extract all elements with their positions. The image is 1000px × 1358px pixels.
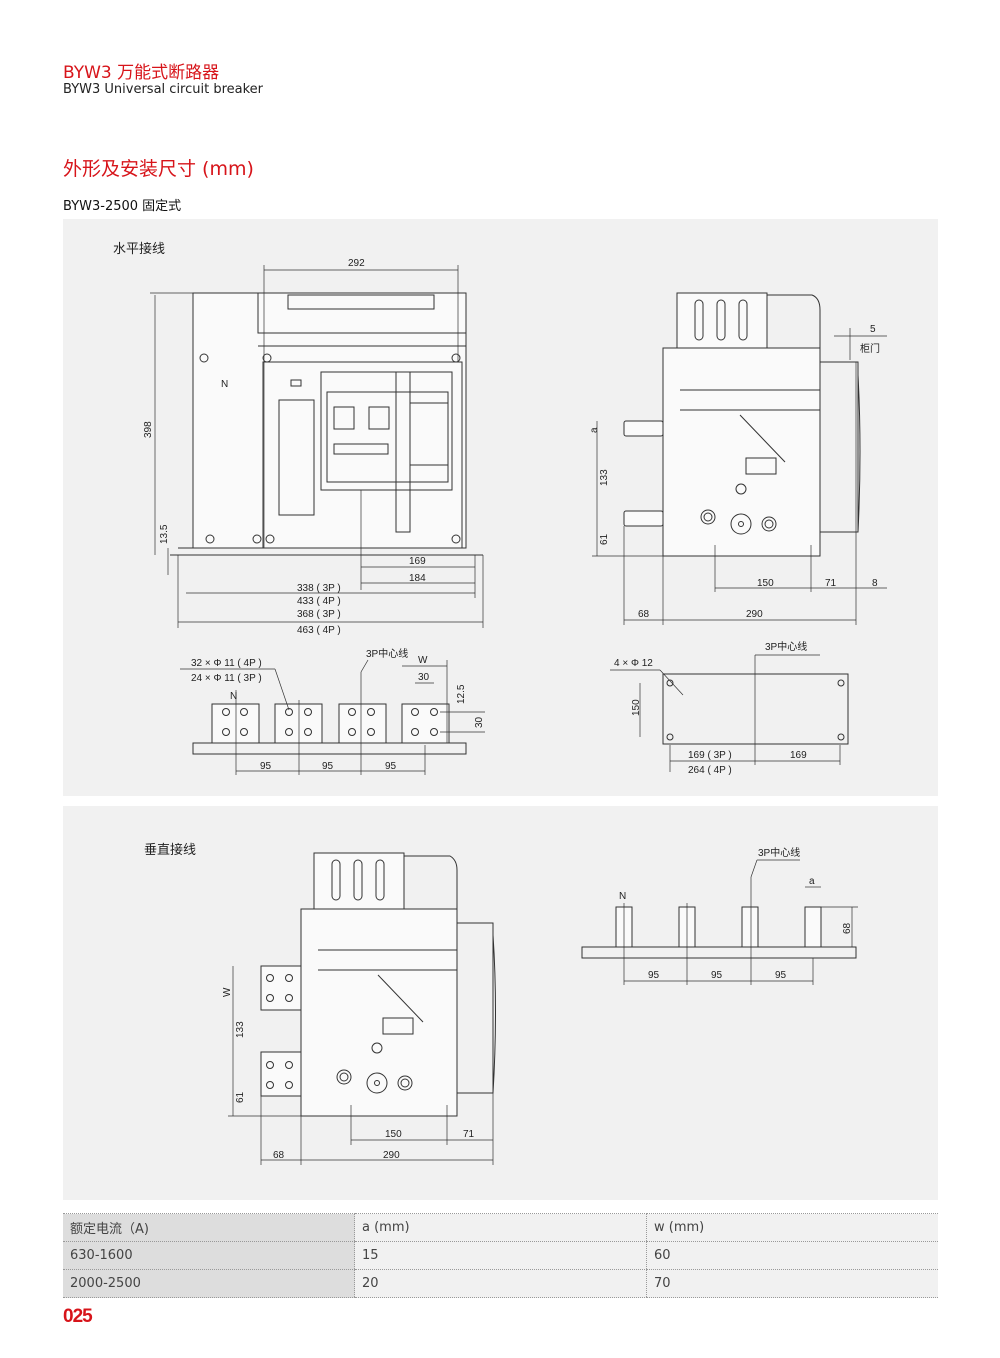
dim-label: 290 xyxy=(383,1150,400,1161)
hole-note: 32 × Φ 11 ( 4P ) xyxy=(191,658,262,669)
dim-label: a xyxy=(589,427,600,433)
dim-label: 13.5 xyxy=(159,524,170,544)
dim-label: 61 xyxy=(235,1091,246,1103)
dim-label: 71 xyxy=(825,578,837,589)
side-view-drawing: 5 柜门 a 133 61 150 71 8 68 290 xyxy=(589,292,887,625)
table-cell: 20 xyxy=(354,1269,647,1298)
dim-label: 68 xyxy=(842,922,853,934)
table-header: 额定电流（A) xyxy=(63,1213,355,1242)
terminal-layout-drawing: 32 × Φ 11 ( 4P ) 24 × Φ 11 ( 3P ) N 3P中心… xyxy=(180,647,485,775)
dim-label: 95 xyxy=(711,970,723,981)
panel-title: 水平接线 xyxy=(113,242,166,257)
dim-label: 433 ( 4P ) xyxy=(297,596,341,607)
dim-label: 95 xyxy=(260,761,272,772)
dim-label: 292 xyxy=(348,258,365,269)
panel-title: 垂直接线 xyxy=(144,843,197,858)
table-cell: 2000-2500 xyxy=(63,1269,355,1298)
dim-label: 264 ( 4P ) xyxy=(688,765,732,776)
mounting-holes-drawing: 4 × Φ 12 3P中心线 150 169 ( 3P ) 169 264 ( … xyxy=(610,640,849,776)
dim-label: 133 xyxy=(599,469,610,486)
dim-label: 184 xyxy=(409,573,426,584)
cabinet-door-label: 柜门 xyxy=(860,342,880,355)
dim-label: W xyxy=(222,987,233,997)
dim-label: 95 xyxy=(322,761,334,772)
vertical-side-view-drawing: W 133 61 150 71 68 290 xyxy=(222,852,496,1165)
dim-label: 368 ( 3P ) xyxy=(297,609,341,620)
table-header: a (mm) xyxy=(354,1213,647,1242)
table-cell: 15 xyxy=(354,1241,647,1270)
dim-label: 68 xyxy=(638,609,650,620)
dim-label: 68 xyxy=(273,1150,285,1161)
dimension-table: 额定电流（A) a (mm) w (mm) 630-1600 15 60 200… xyxy=(63,1213,938,1298)
hole-note: 4 × Φ 12 xyxy=(614,658,653,669)
centerline-label: 3P中心线 xyxy=(758,846,800,859)
centerline-label: 3P中心线 xyxy=(366,647,408,660)
hole-note: 24 × Φ 11 ( 3P ) xyxy=(191,673,262,684)
dim-label: 169 ( 3P ) xyxy=(688,750,732,761)
table-cell: 60 xyxy=(646,1241,938,1270)
table-cell: 630-1600 xyxy=(63,1241,355,1270)
page-title-cn: BYW3 万能式断路器 xyxy=(63,63,220,83)
neutral-label: N xyxy=(230,691,237,702)
dim-label: 290 xyxy=(746,609,763,620)
table-header-row: 额定电流（A) a (mm) w (mm) xyxy=(63,1213,938,1242)
dim-label: a xyxy=(809,876,815,887)
front-view-drawing: 292 398 13.5 N 169 184 338 ( 3P ) 433 ( … xyxy=(143,258,484,636)
dim-label: 61 xyxy=(599,533,610,545)
dim-label: 95 xyxy=(385,761,397,772)
dim-label: 30 xyxy=(474,716,485,728)
dim-label: 338 ( 3P ) xyxy=(297,583,341,594)
dim-label: W xyxy=(418,655,428,666)
table-row: 630-1600 15 60 xyxy=(63,1241,938,1270)
dim-label: 150 xyxy=(631,699,642,716)
dim-label: 12.5 xyxy=(456,684,467,704)
dim-label: 169 xyxy=(790,750,807,761)
neutral-label: N xyxy=(221,379,228,390)
table-header: w (mm) xyxy=(646,1213,938,1242)
table-cell: 70 xyxy=(646,1269,938,1298)
dim-label: 150 xyxy=(385,1129,402,1140)
dim-label: 463 ( 4P ) xyxy=(297,625,341,636)
dim-label: 5 xyxy=(870,324,876,335)
vertical-wiring-panel: 垂直接线 xyxy=(63,806,938,1200)
dim-label: 95 xyxy=(775,970,787,981)
dim-label: 71 xyxy=(463,1129,475,1140)
dim-label: 95 xyxy=(648,970,660,981)
neutral-label: N xyxy=(619,891,626,902)
dim-label: 150 xyxy=(757,578,774,589)
table-row: 2000-2500 20 70 xyxy=(63,1269,938,1298)
dim-label: 133 xyxy=(235,1021,246,1038)
dim-label: 8 xyxy=(872,578,878,589)
dim-label: 169 xyxy=(409,556,426,567)
vertical-bars-drawing: 3P中心线 N a 68 95 95 95 xyxy=(581,846,858,985)
dim-label: 398 xyxy=(143,421,154,438)
centerline-label: 3P中心线 xyxy=(765,640,807,653)
page-number: 025 xyxy=(63,1306,93,1327)
section-subtitle: BYW3-2500 固定式 xyxy=(63,199,182,214)
dim-label: 30 xyxy=(418,672,430,683)
page-title-en: BYW3 Universal circuit breaker xyxy=(63,82,264,97)
section-title: 外形及安装尺寸 (mm) xyxy=(63,158,254,180)
